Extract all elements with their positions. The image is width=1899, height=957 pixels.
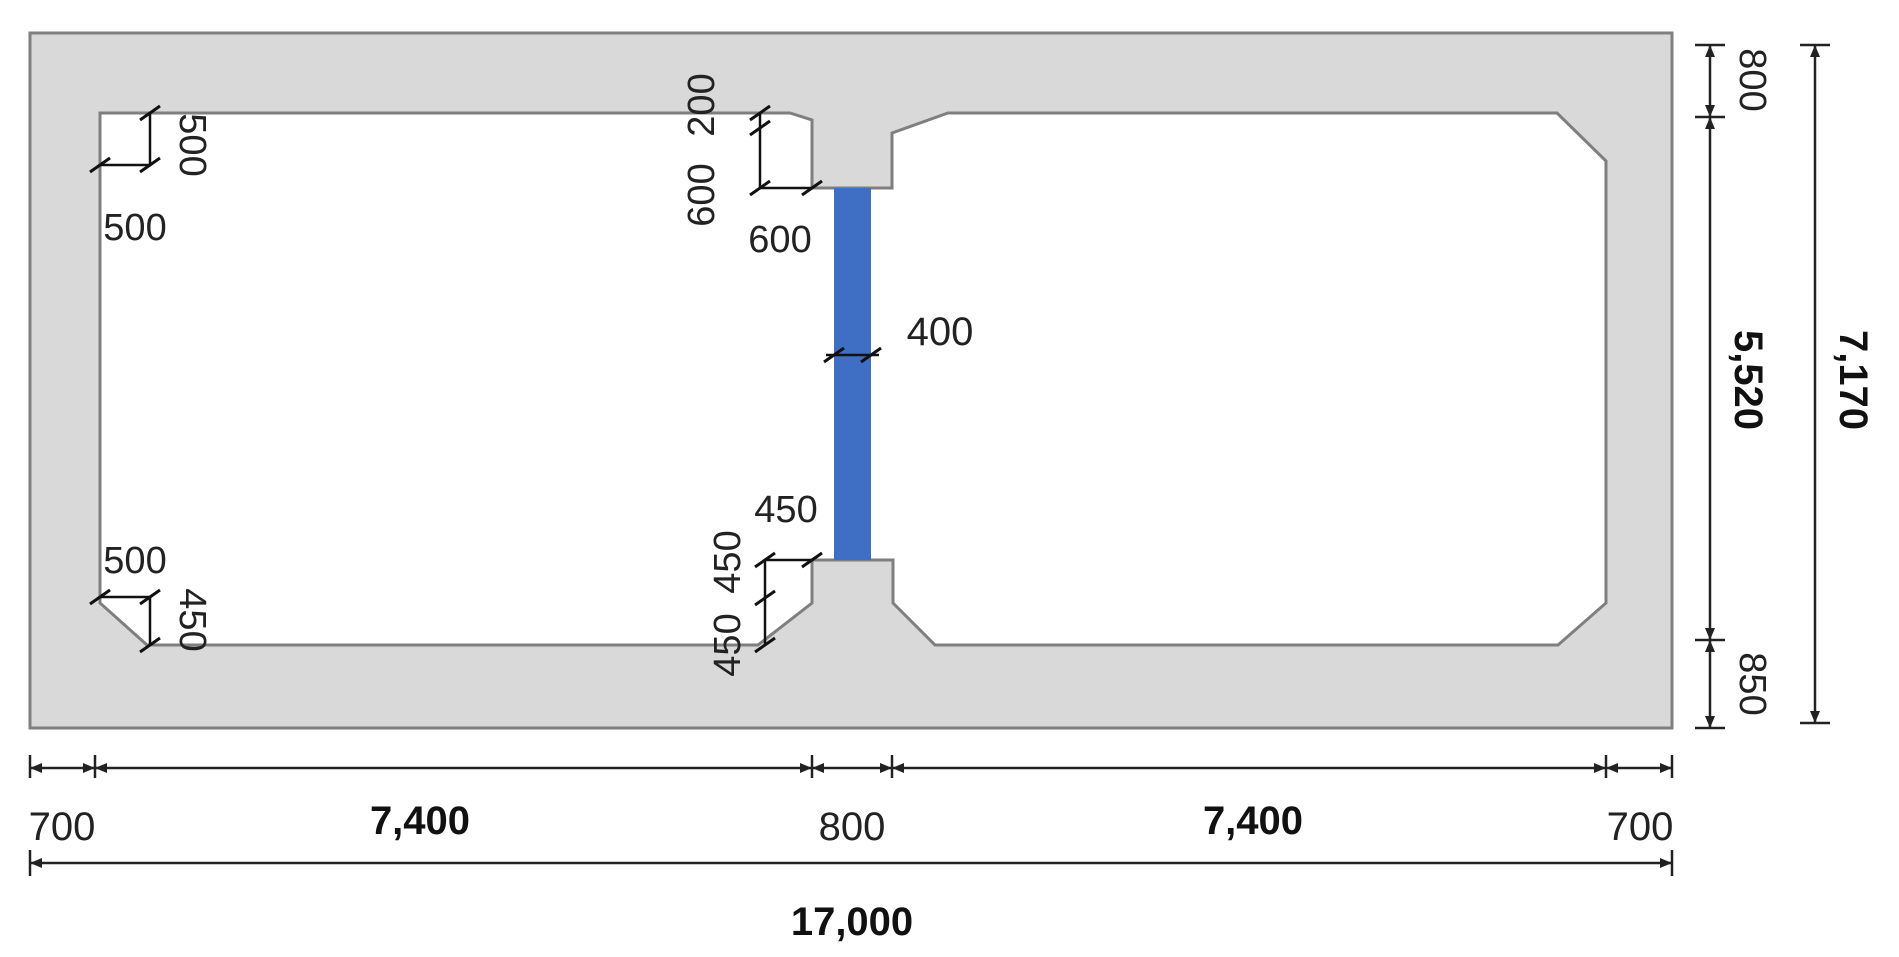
left-top-haunch-horizontal-label: 500 [103,207,166,249]
concrete-section [28,31,1674,730]
left-bottom-haunch-horizontal-label: 500 [103,540,166,582]
center-bottom-haunch-vertical-lower-label: 450 [707,613,749,676]
web-thickness-label: 400 [907,310,974,354]
left-wall-width-label: 700 [29,805,96,849]
left-cell-width-label: 7,400 [370,799,470,843]
center-top-haunch-step-label: 200 [681,73,723,136]
left-top-haunch-vertical-label: 500 [171,113,213,176]
right-cell-width-label: 7,400 [1203,799,1303,843]
left-bottom-haunch-vertical-label: 450 [171,588,213,651]
top-slab-thickness-label: 800 [1731,48,1773,111]
haunch-dimension-markers [89,104,882,654]
center-bottom-haunch-horizontal-label: 450 [754,489,817,531]
bottom-slab-thickness-label: 850 [1731,652,1773,715]
right-wall-width-label: 700 [1607,805,1674,849]
total-width-label: 17,000 [791,900,913,944]
vertical-dimension-chain [1695,43,1830,730]
horizontal-dimension-chain [28,755,1674,876]
center-bottom-haunch-vertical-upper-label: 450 [707,530,749,593]
inner-height-label: 5,520 [1726,330,1770,430]
center-web-highlight [834,188,871,560]
total-height-label: 7,170 [1831,330,1875,430]
center-top-haunch-horizontal-label: 600 [748,219,811,261]
center-top-haunch-vertical-label: 600 [681,163,723,226]
center-web-width-label: 800 [819,805,886,849]
